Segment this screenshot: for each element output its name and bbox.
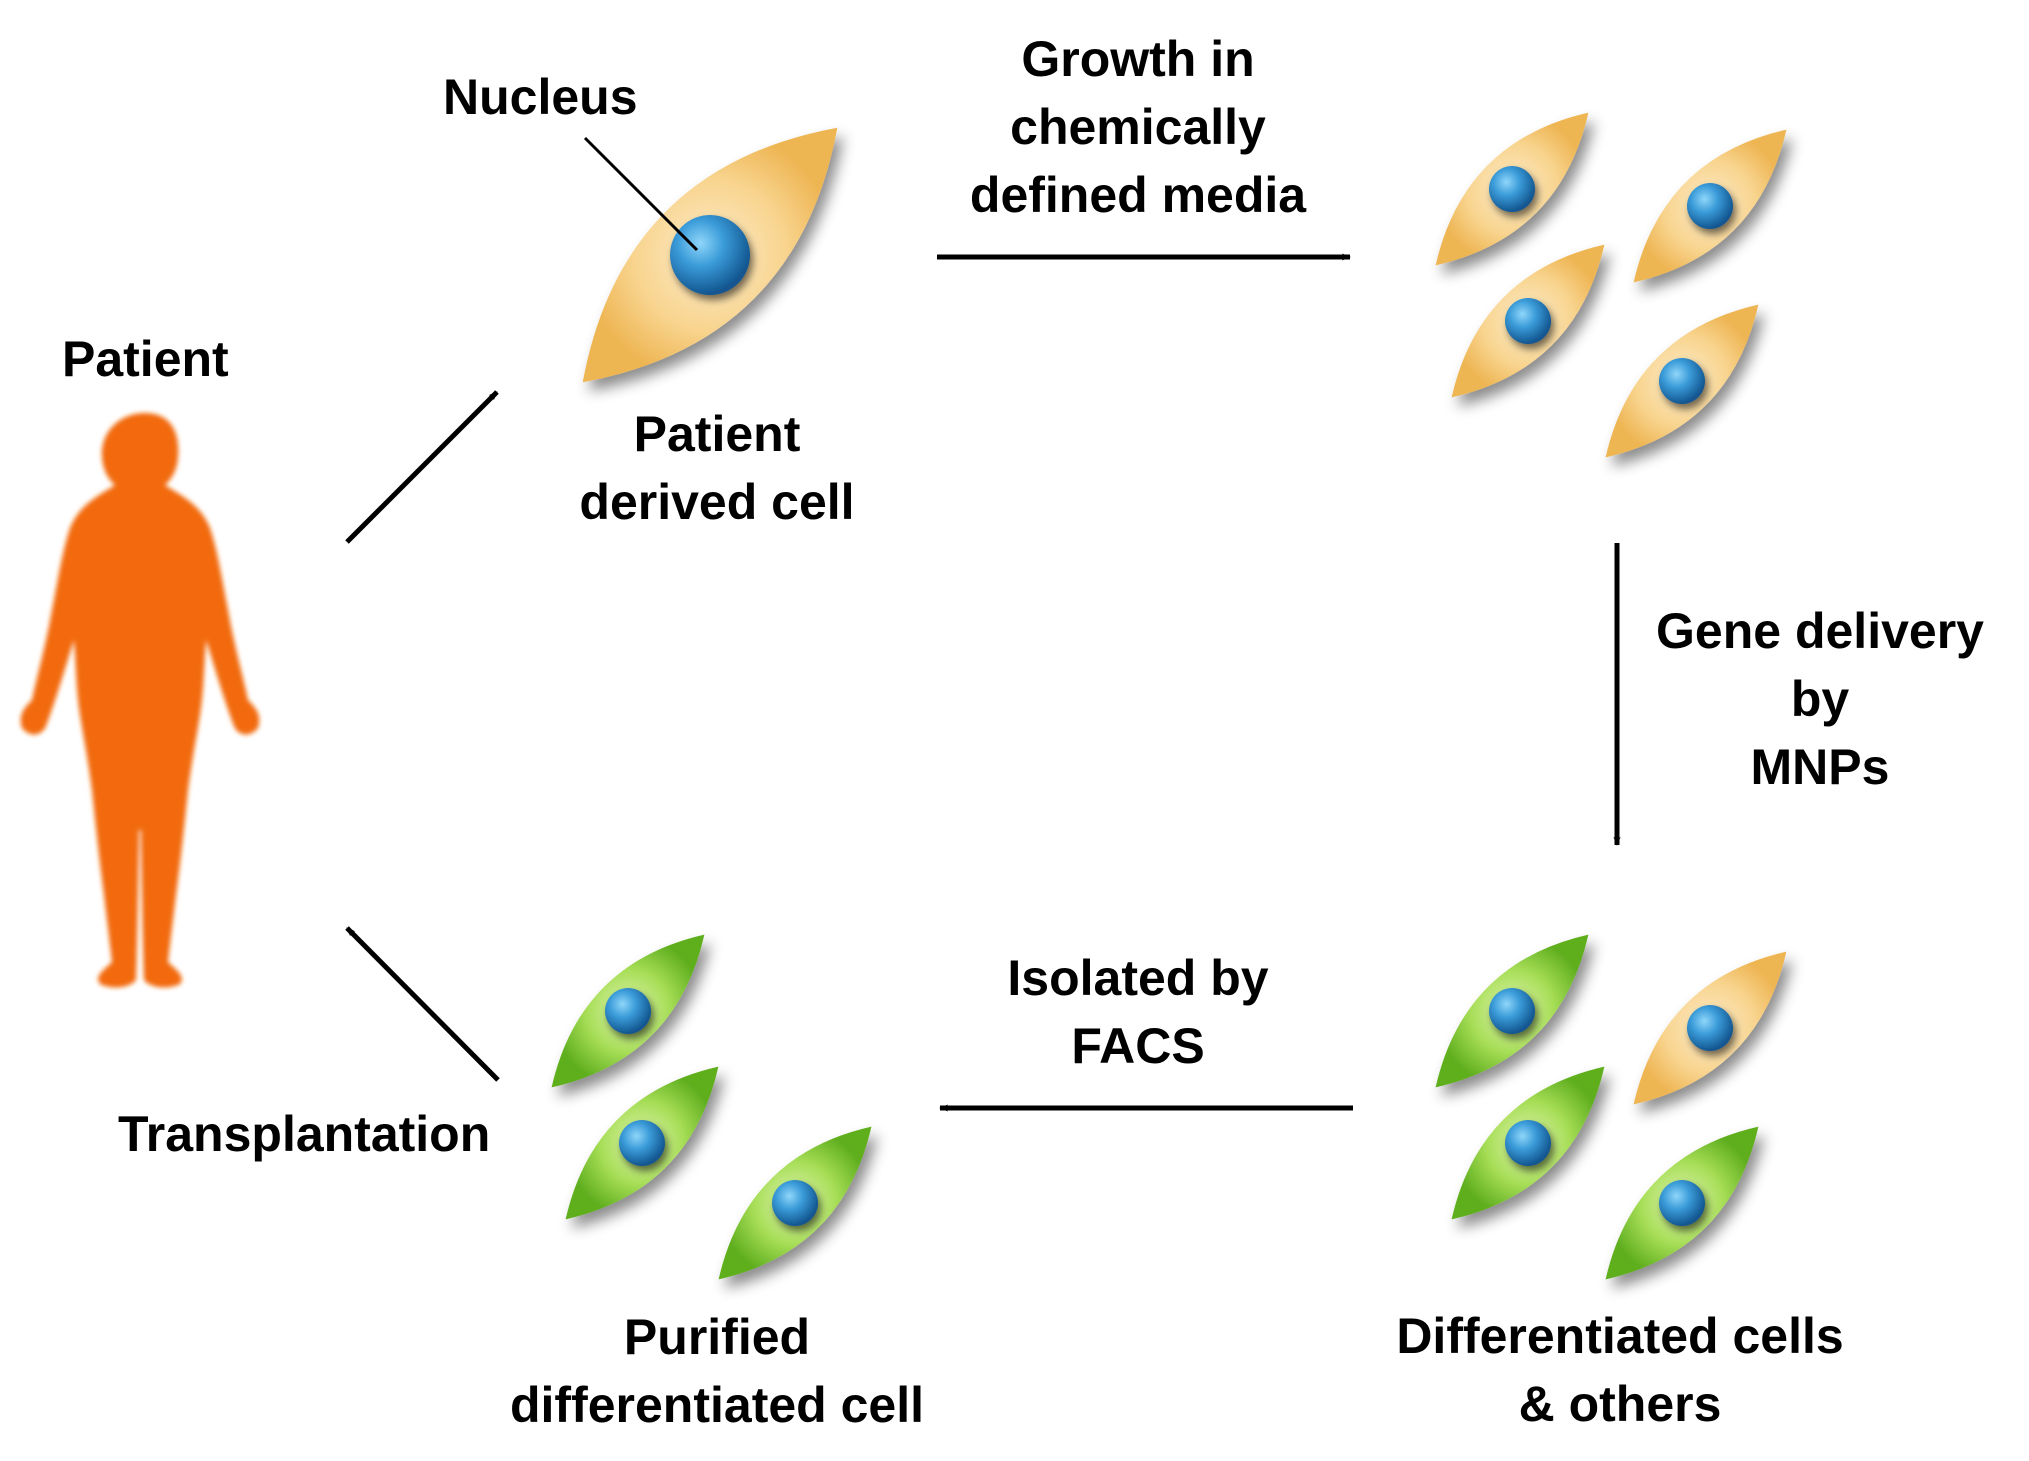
nucleus-icon [1505, 1120, 1551, 1166]
purified-cell-3 [718, 1126, 872, 1280]
nucleus-icon [1505, 298, 1551, 344]
patient-derived-cell [582, 127, 838, 383]
mixed-cell-2 [1633, 951, 1787, 1105]
cells-layer [551, 112, 1787, 1280]
gene-delivery-line-3: MNPs [1750, 739, 1890, 795]
nucleus-icon [605, 988, 651, 1034]
growth-media-line-3: defined media [969, 167, 1307, 223]
nucleus-icon [772, 1180, 818, 1226]
nucleus-icon [670, 215, 750, 295]
patient-derived-cell-line-2: derived cell [579, 474, 855, 530]
purified-cell-line-1: Purified [623, 1309, 811, 1365]
nucleus-label: Nucleus [443, 63, 638, 131]
mixed-cell-1 [1435, 934, 1589, 1088]
gene-delivery-line-1: Gene delivery [1656, 603, 1984, 659]
cultured-cell-3 [1451, 244, 1605, 398]
growth-media-line-1: Growth in [1021, 31, 1255, 87]
mixed-cell-4 [1605, 1126, 1759, 1280]
purified-cell-2 [565, 1066, 719, 1220]
nucleus-label-line: Nucleus [443, 69, 638, 125]
differentiated-cells-line-2: & others [1518, 1376, 1722, 1432]
arrow-transplantation [345, 926, 500, 1082]
cultured-cell-2 [1633, 129, 1787, 283]
transplantation-label-line: Transplantation [118, 1106, 491, 1162]
nucleus-icon [1659, 358, 1705, 404]
nucleus-icon [1489, 988, 1535, 1034]
gene-delivery-line-2: by [1790, 671, 1850, 727]
purified-cell-line-2: differentiated cell [510, 1377, 924, 1433]
nucleus-icon [619, 1120, 665, 1166]
nucleus-icon [1687, 183, 1733, 229]
growth-media-line-2: chemically [1010, 99, 1266, 155]
mixed-cell-3 [1451, 1066, 1605, 1220]
growth-media-label: Growth in chemically defined media [908, 25, 1368, 229]
patient-derived-cell-label: Patient derived cell [507, 400, 927, 536]
nucleus-icon [1659, 1180, 1705, 1226]
purified-cell-label: Purified differentiated cell [447, 1303, 987, 1439]
nucleus-icon [1489, 166, 1535, 212]
arrow-patient-to-cell [345, 390, 499, 544]
patient-silhouette-icon [20, 413, 260, 988]
patient-derived-cell-line-1: Patient [633, 406, 801, 462]
cultured-cell-4 [1605, 304, 1759, 458]
cultured-cell-1 [1435, 112, 1589, 266]
purified-cell-1 [551, 934, 705, 1088]
differentiated-cells-line-1: Differentiated cells [1396, 1308, 1844, 1364]
patient-label: Patient [62, 325, 229, 393]
nucleus-icon [1687, 1005, 1733, 1051]
isolated-by-facs-line-1: Isolated by [1007, 950, 1269, 1006]
nucleus-pointer-line [583, 136, 699, 252]
isolated-by-facs-line-2: FACS [1071, 1018, 1205, 1074]
transplantation-label: Transplantation [118, 1100, 490, 1168]
patient-label-line: Patient [62, 331, 229, 387]
gene-delivery-label: Gene delivery by MNPs [1620, 597, 2020, 801]
isolated-by-facs-label: Isolated by FACS [938, 944, 1338, 1080]
differentiated-cells-label: Differentiated cells & others [1340, 1302, 1900, 1438]
